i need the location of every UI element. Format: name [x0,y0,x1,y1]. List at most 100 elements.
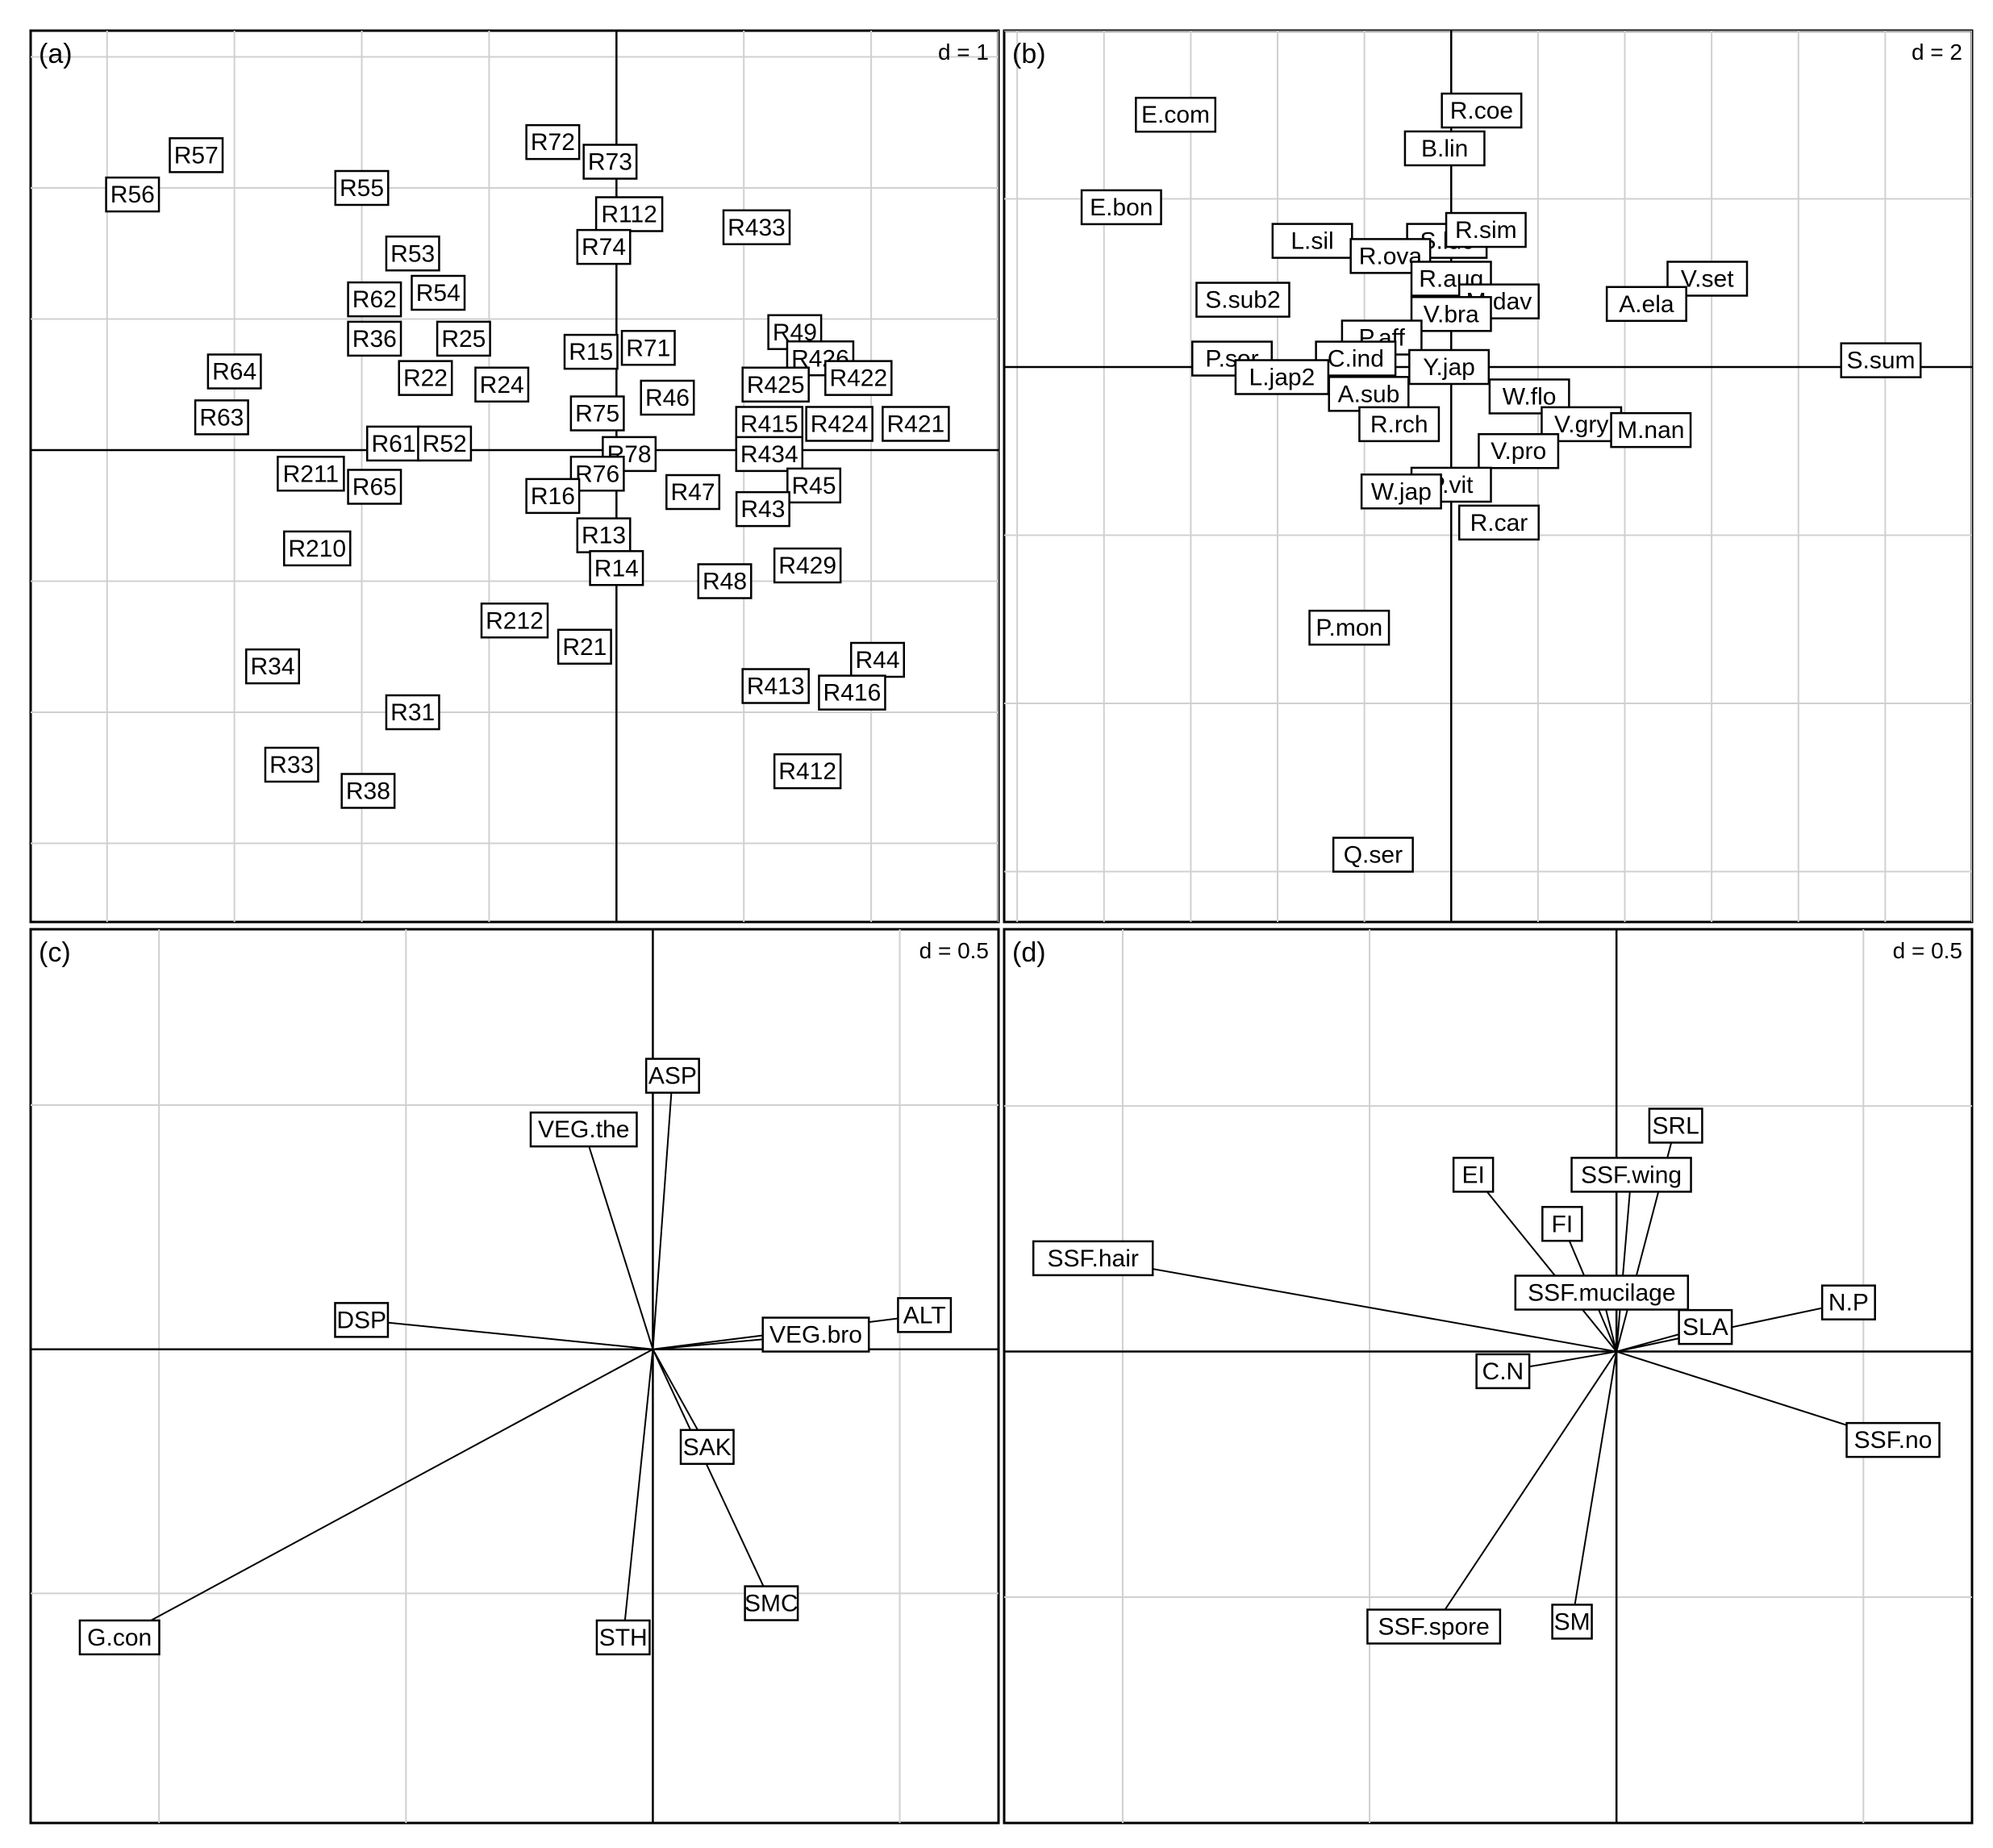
point-label: R57 [169,137,224,173]
vector-label: N.P [1820,1284,1876,1320]
panel-c-frame [29,928,1000,1825]
point-label-box [1271,223,1353,259]
point-label: R112 [594,196,664,232]
panel-b: E.comR.coeB.linE.bonS.lucR.simL.silR.ova… [1003,29,1974,924]
vector-label: C.N [1475,1353,1531,1390]
point-label-text: R422 [829,365,887,392]
point-label: R416 [818,674,886,711]
point-label-text: E.com [1141,102,1210,128]
point-label: L.sil [1271,223,1353,259]
point-label-text: V.bra [1424,301,1479,327]
point-label-box [283,530,352,567]
point-label-box [818,674,886,711]
point-label-text: R62 [352,286,397,313]
point-label-text: R14 [594,555,639,582]
point-label-text: L.sil [1290,228,1333,255]
vector-label: ALT [897,1297,953,1333]
point-label-text: R65 [352,474,397,501]
vector-arrow [584,1129,654,1349]
point-label-box [735,436,804,473]
panel-a-letter: (a) [39,39,73,69]
point-label: R210 [283,530,352,567]
vector-label-text: EI [1461,1162,1484,1188]
point-label-text: R433 [728,215,786,241]
point-label: R425 [741,366,810,403]
point-label-box [245,648,300,685]
point-label-text: R36 [352,326,397,352]
point-label: R429 [773,547,842,584]
vector-label-text: SAK [683,1434,732,1461]
point-label: E.bon [1080,189,1162,226]
panel-d-grid [1004,929,1972,1823]
point-label-text: R421 [887,411,945,438]
point-label: R53 [385,236,440,272]
point-label-box [385,694,440,731]
vector-label-box [529,1111,638,1148]
point-label: R33 [264,746,319,783]
point-label-box [786,467,842,504]
vector-label-box [897,1297,953,1333]
point-label: R34 [245,648,300,685]
point-label: R412 [773,753,842,790]
point-label-text: R22 [403,365,448,392]
point-label-text: R75 [575,401,619,428]
point-label-text: R52 [423,431,467,457]
point-label-text: R46 [645,385,690,411]
vector-label-box [1514,1274,1690,1311]
vector-label: SSF.hair [1032,1240,1154,1277]
point-label: R24 [474,366,530,403]
vector-label-text: VEG.bro [769,1322,862,1349]
point-label-text: R25 [441,326,486,352]
point-label: R73 [582,144,638,180]
vector-label-box [1551,1604,1593,1640]
point-label-box [576,228,632,265]
point-label-box [1332,836,1414,873]
vector-label-box [334,1302,390,1338]
point-label: R75 [569,395,625,432]
vector-label: SM [1551,1604,1593,1640]
point-label: R55 [334,169,390,206]
point-label-text: R.rch [1370,411,1428,438]
point-label-text: R416 [823,680,882,707]
vector-label-box [78,1619,161,1656]
vector-label-text: STH [599,1625,648,1651]
point-label: W.jap [1360,473,1442,510]
vector-label-text: VEG.the [538,1116,629,1143]
vector-label-text: SRL [1652,1113,1699,1140]
point-label: R54 [411,274,466,311]
point-label-text: R21 [562,634,607,661]
point-label-text: R24 [480,372,524,398]
point-label-box [824,360,893,396]
panel-b-letter: (b) [1012,39,1046,69]
point-label: R48 [697,563,753,599]
point-label: R424 [805,406,874,442]
point-label-box [480,603,549,639]
point-label: V.set [1666,261,1749,297]
point-label-box [1410,296,1492,332]
point-label: S.sum [1840,342,1922,378]
point-label-text: R72 [531,129,575,156]
point-label-box [525,478,581,515]
point-label-text: R434 [740,441,798,468]
point-label-text: W.jap [1371,478,1432,505]
vector-label: SAK [679,1429,735,1466]
point-label-text: R31 [390,699,435,726]
point-label-box [169,137,224,173]
vector-label: SSF.wing [1570,1157,1692,1193]
vector-label: SMC [744,1585,799,1621]
point-label: R15 [563,333,619,370]
point-label-text: R43 [740,496,785,523]
point-label-text: V.gry [1554,411,1608,438]
point-label: R434 [735,436,804,473]
point-label: R14 [589,550,644,586]
point-label-text: R44 [855,647,899,674]
vector-label: G.con [78,1619,161,1656]
point-label-box [206,353,262,390]
point-label: R65 [347,469,402,505]
point-label-box [697,563,753,599]
point-label-text: R71 [626,335,670,361]
point-label-box [1605,286,1687,323]
point-label: R64 [206,353,262,390]
